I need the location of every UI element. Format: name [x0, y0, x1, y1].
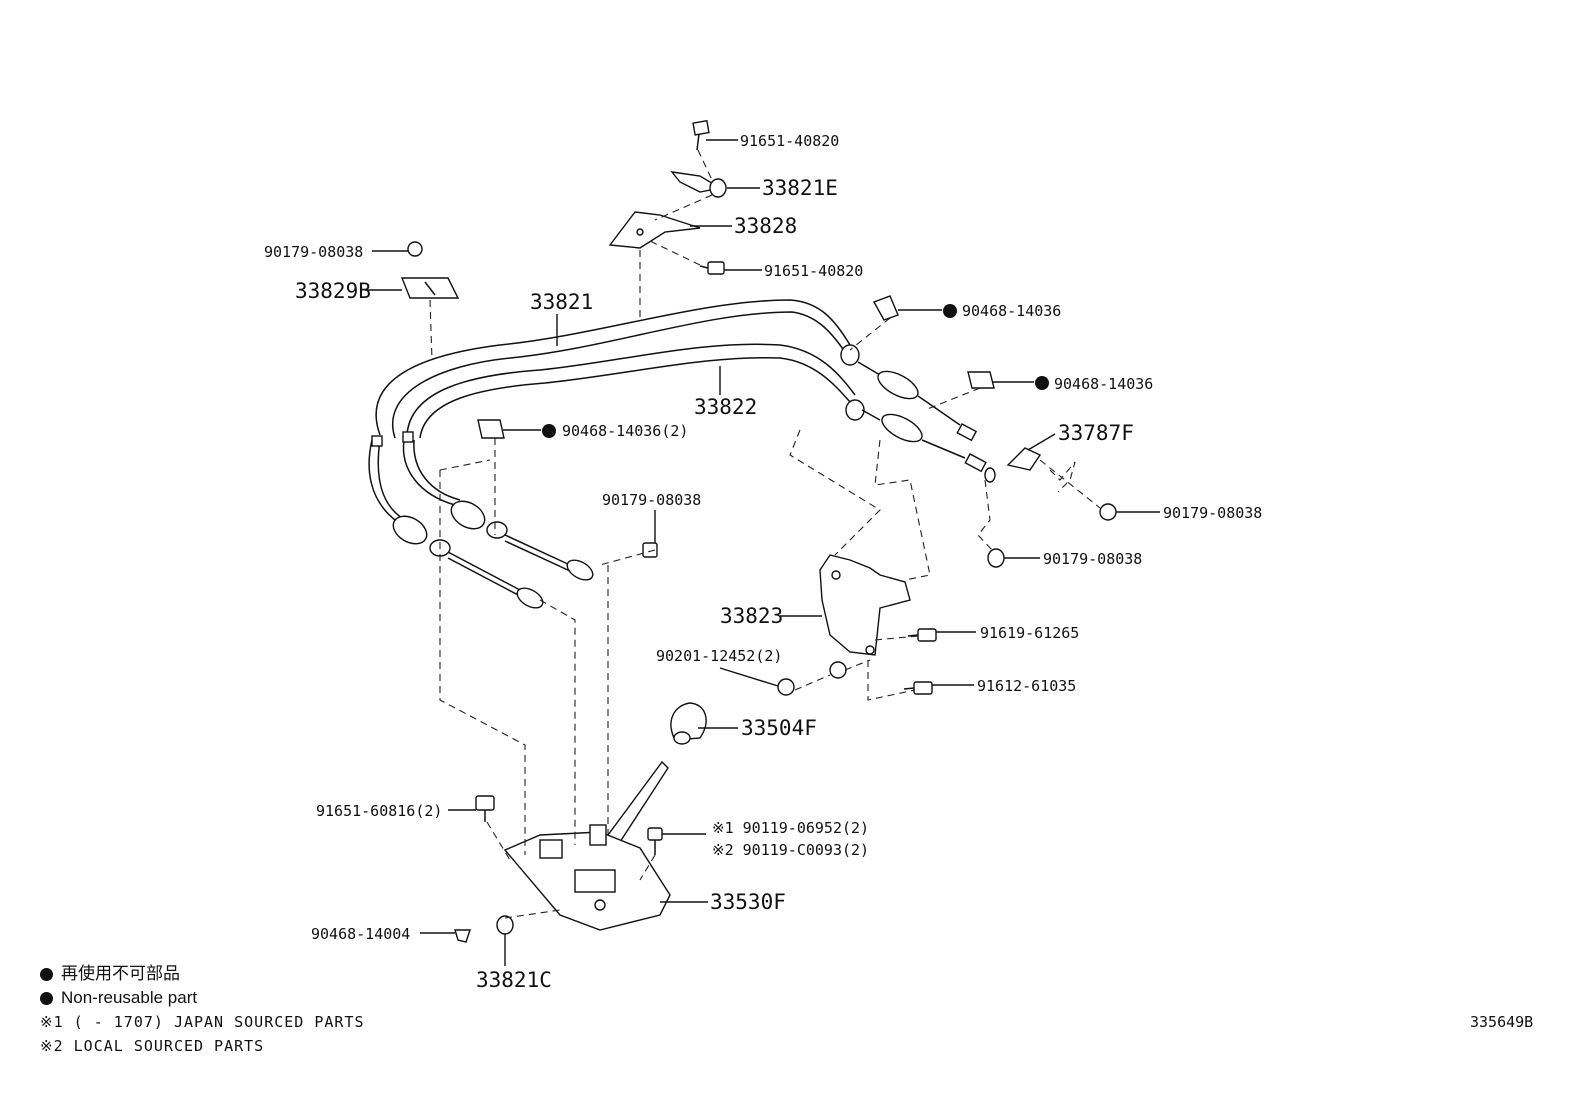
label-91651-40820-mid: 91651-40820 [764, 262, 863, 280]
label-33504F: 33504F [741, 716, 817, 740]
label-90468-14036-2: 90468-14036(2) [562, 422, 688, 440]
nut-90179-08038-r2 [987, 548, 1005, 568]
label-33530F: 33530F [710, 890, 786, 914]
legend-jp: 再使用不可部品 [61, 964, 180, 983]
bolt-91651-40820-top [692, 119, 710, 151]
label-90179-08038-r1: 90179-08038 [1163, 504, 1262, 522]
clip-90468-14036-2 [477, 419, 505, 439]
screw-90119 [647, 827, 663, 855]
shifter-base-33530F [503, 824, 671, 931]
label-90179-08038-c: 90179-08038 [602, 491, 701, 509]
legend: 再使用不可部品 Non-reusable part ※1 ( - 1707) J… [40, 962, 365, 1058]
leader-lines [365, 139, 1160, 966]
non-reusable-marker [943, 304, 957, 318]
bracket-33828 [608, 211, 701, 249]
clip-90468-14036-b [967, 371, 995, 389]
label-91651-60816: 91651-60816(2) [316, 802, 442, 820]
nut-90179-08038-r1 [1099, 503, 1117, 521]
label-90468-14004: 90468-14004 [311, 925, 410, 943]
legend-row-jp: 再使用不可部品 [40, 962, 365, 986]
washer-90201-12452 [777, 661, 847, 696]
legend-note-1: ※1 ( - 1707) JAPAN SOURCED PARTS [40, 1013, 365, 1031]
label-90179-08038-tl: 90179-08038 [264, 243, 363, 261]
label-33823: 33823 [720, 604, 783, 628]
label-90119-C0093: ※2 90119-C0093(2) [712, 841, 869, 859]
label-33822: 33822 [694, 395, 757, 419]
legend-note-2: ※2 LOCAL SOURCED PARTS [40, 1037, 265, 1055]
clip-90468-14036-a [872, 295, 899, 321]
shift-cables [368, 299, 996, 609]
bolt-91651-60816 [475, 795, 495, 822]
bolt-91619-61265 [907, 628, 937, 642]
legend-row-en: Non-reusable part [40, 986, 365, 1010]
label-91612-61035: 91612-61035 [977, 677, 1076, 695]
label-91651-40820-top: 91651-40820 [740, 132, 839, 150]
bushing-33821C [496, 915, 514, 935]
label-90468-14036-a: 90468-14036 [962, 302, 1061, 320]
label-90468-14036-b: 90468-14036 [1054, 375, 1153, 393]
label-33821C: 33821C [476, 968, 552, 992]
non-reusable-marker [542, 424, 556, 438]
diagram-code: 335649B [1470, 1013, 1534, 1031]
bullet-icon [40, 991, 53, 1005]
label-33829B: 33829B [295, 279, 371, 303]
label-90201-12452: 90201-12452(2) [656, 647, 782, 665]
clip-90468-14004 [454, 929, 471, 943]
clamp-33821E [670, 171, 727, 198]
bracket-33823 [819, 554, 911, 656]
bullet-icon [40, 967, 53, 981]
label-90119-06952: ※1 90119-06952(2) [712, 819, 869, 837]
bracket-33787F [1006, 447, 1042, 471]
assembly-guides [429, 149, 1101, 919]
label-33821: 33821 [530, 290, 593, 314]
label-90179-08038-r2: 90179-08038 [1043, 550, 1142, 568]
part-labels: 91651-40820 33821E 33828 91651-40820 901… [264, 132, 1262, 992]
label-33828: 33828 [734, 214, 797, 238]
bolt-91651-40820-mid [699, 261, 725, 275]
non-reusable-marker [1035, 376, 1049, 390]
nut-90179-08038-c [642, 542, 658, 558]
knob-33504F [670, 702, 707, 745]
label-91619-61265: 91619-61265 [980, 624, 1079, 642]
legend-en: Non-reusable part [61, 988, 198, 1007]
clip-33829B [400, 277, 460, 299]
bolt-91612-61035 [903, 681, 933, 695]
label-33787F: 33787F [1058, 421, 1134, 445]
nut-90179-08038-tl [407, 241, 423, 257]
label-33821E: 33821E [762, 176, 838, 200]
